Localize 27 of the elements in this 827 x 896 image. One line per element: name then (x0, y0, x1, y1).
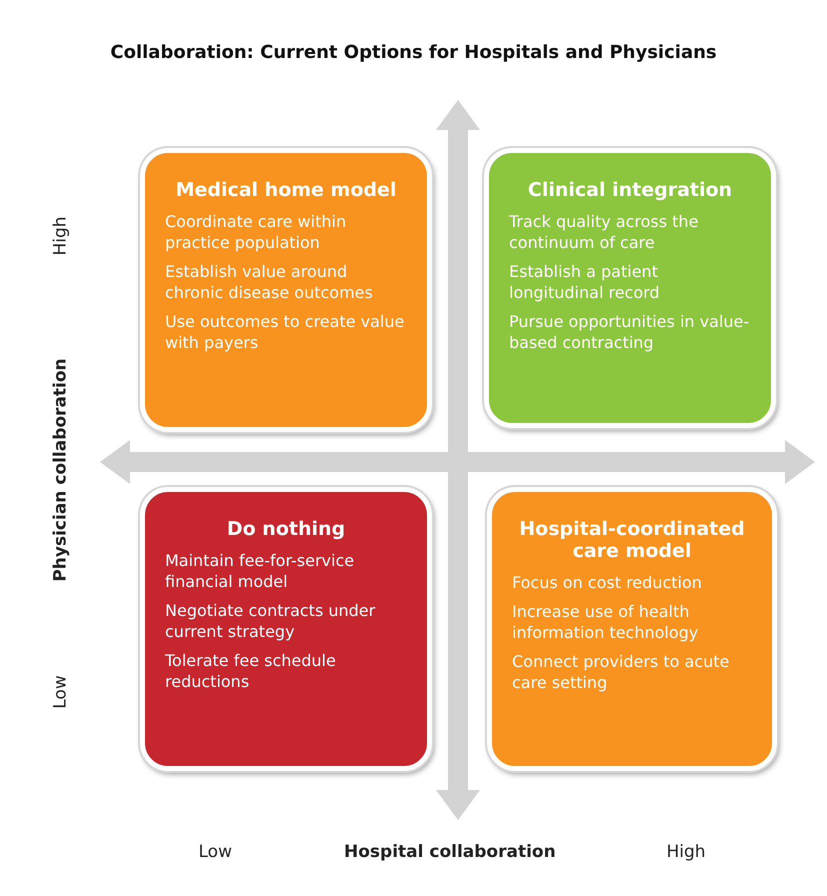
bullet-text: Establish a patient longitudinal record (509, 261, 661, 303)
bullet-text: Focus on cost reduction (512, 572, 703, 593)
bullet-text: Coordinate care within practice population (165, 211, 348, 253)
bullet-text: Tolerate fee schedule reductions (165, 650, 337, 692)
bullet-text: Negotiate contracts under current strategy (165, 600, 376, 642)
axis-label: High (666, 842, 706, 862)
box-heading: Clinical integration (526, 179, 734, 201)
bullet-text: Establish value around chronic disease outcomes (165, 261, 374, 303)
bullet-text: Connect providers to acute care setting (512, 651, 730, 693)
bullet-text: Pursue opportunities in value-based contracting (509, 311, 750, 353)
bullet-text: Track quality across the continuum of care (509, 211, 700, 253)
bullet-text: Maintain fee-for-service financial model (165, 550, 356, 592)
chart-title: Collaboration: Current Options for Hospitals and Physicians (109, 42, 718, 63)
axis-label: Low (198, 842, 232, 862)
axis-label: Hospital collaboration (344, 842, 556, 862)
quadrant-box (140, 487, 432, 771)
bullet-text: Use outcomes to create value with payers (165, 311, 406, 353)
bullet-text: Increase use of health information technology (512, 601, 700, 643)
quadrant-box (487, 487, 777, 771)
box-heading: Medical home model (174, 179, 398, 201)
quadrant-box (140, 148, 432, 432)
axis-label: High (50, 216, 70, 256)
box-heading: Hospital-coordinated care model (518, 518, 746, 562)
axis-label: Low (50, 675, 70, 709)
box-heading: Do nothing (226, 518, 346, 540)
axis-label: Physician collaboration (50, 358, 70, 582)
quadrant-box (484, 148, 776, 428)
